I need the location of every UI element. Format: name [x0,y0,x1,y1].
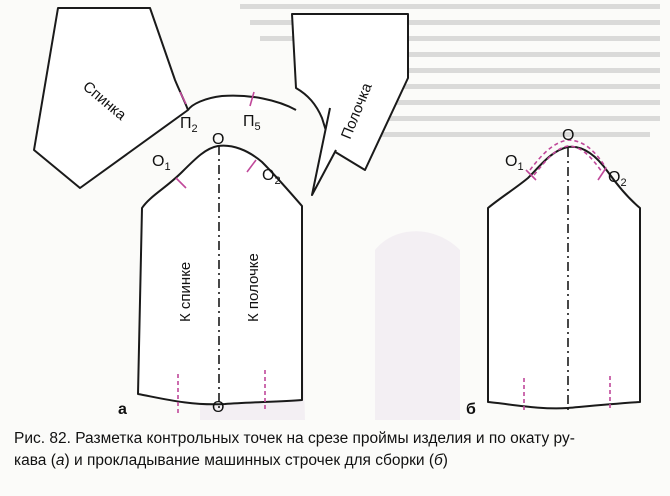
label-o-top-a: О [212,131,224,148]
caption-line-1: Рис. 82. Разметка контрольных точек на с… [14,430,575,447]
sleeve-b-outline [487,145,641,410]
armhole-arc [187,94,297,111]
label-p2: П2 [180,115,198,135]
label-o2-b: О2 [608,169,627,189]
mark-o1-b [525,169,537,181]
label-o1-a: О1 [152,153,171,173]
mark-p5 [249,91,255,107]
sleeve-a-outline [137,144,303,406]
label-p5: П5 [243,113,261,133]
label-o-bottom-a: О [212,399,224,416]
label-k-polochke: К полочке [245,253,262,322]
mark-o2-a [246,159,257,173]
sub-label-b: б [466,401,476,418]
mark-o2-b [597,167,607,181]
label-o-top-b: О [562,127,574,144]
figure-caption: Рис. 82. Разметка контрольных точек на с… [14,428,662,472]
label-o1-b: О1 [505,153,524,173]
label-k-spinke: К спинке [177,262,194,322]
label-o2-a: О2 [262,167,281,187]
gathering-stitch-inner [533,145,603,176]
mark-p2 [179,91,187,105]
dart [311,107,337,196]
front-piece-outline [291,13,409,171]
mark-o1-a [175,177,187,189]
pattern-diagram: Спинка Полочка П2 П5 О1 О2 О О К спинке … [33,4,660,420]
caption-line-2: кава (а) и прокладывание машинных строче… [14,452,448,469]
sub-label-a: а [118,401,127,418]
gathering-stitch-outer [529,139,607,171]
